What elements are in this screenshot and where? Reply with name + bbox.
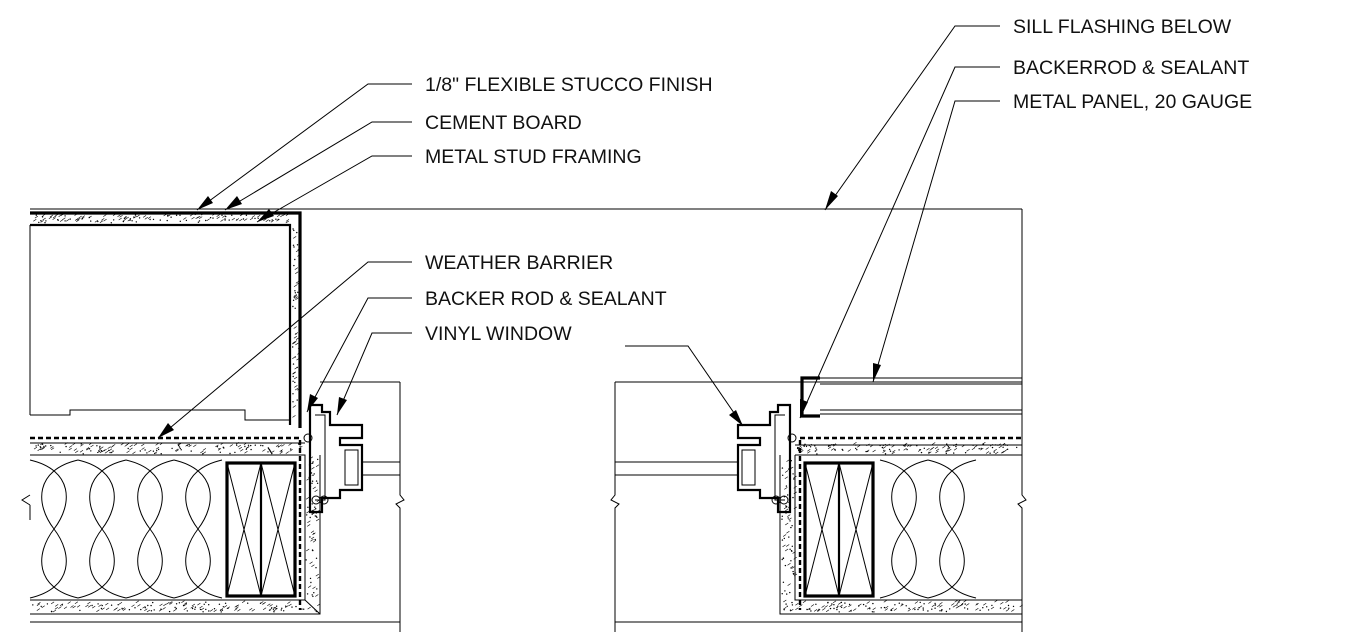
- stud-blocking-right: [803, 461, 875, 598]
- callout-backer-rod-sealant: BACKER ROD & SEALANT: [425, 288, 667, 310]
- callout-vinyl-window: VINYL WINDOW: [425, 323, 572, 345]
- callout-weather-barrier: WEATHER BARRIER: [425, 252, 613, 274]
- batt-insulation-right: [879, 459, 977, 599]
- leader-sill-flashing: [824, 25, 1000, 211]
- left-wall-assembly: [21, 208, 405, 632]
- metal-panel: [800, 376, 1022, 418]
- vinyl-window-right: [615, 403, 797, 514]
- leader-backer-rod-left: [306, 297, 412, 413]
- leader-metal-panel: [872, 100, 1000, 383]
- leader-backerrod-right: [799, 66, 1000, 419]
- leader-vinyl-window-left: [336, 332, 412, 416]
- callout-metal-panel: METAL PANEL, 20 GAUGE: [1013, 91, 1252, 113]
- leader-metal-stud: [256, 155, 412, 223]
- callout-stucco-finish: 1/8" FLEXIBLE STUCCO FINISH: [425, 74, 713, 96]
- leader-vinyl-window-right: [625, 345, 744, 427]
- wall-stucco-stipple: [32, 442, 321, 613]
- callout-sill-flashing-below: SILL FLASHING BELOW: [1013, 16, 1232, 38]
- batt-insulation-left: [29, 459, 223, 599]
- callout-backerrod-sealant: BACKERROD & SEALANT: [1013, 57, 1249, 79]
- callout-metal-stud-framing: METAL STUD FRAMING: [425, 146, 642, 168]
- vinyl-window-left: [303, 403, 400, 514]
- leader-cement-board: [224, 121, 412, 211]
- stud-blocking-left: [225, 461, 297, 598]
- right-wall-assembly: [610, 209, 1027, 632]
- callout-cement-board: CEMENT BOARD: [425, 112, 582, 134]
- right-stucco-stipple: [781, 441, 1023, 613]
- parapet-stucco-stipple: [33, 212, 302, 418]
- leader-weather-barrier: [157, 261, 412, 439]
- leader-stucco-finish: [196, 83, 412, 211]
